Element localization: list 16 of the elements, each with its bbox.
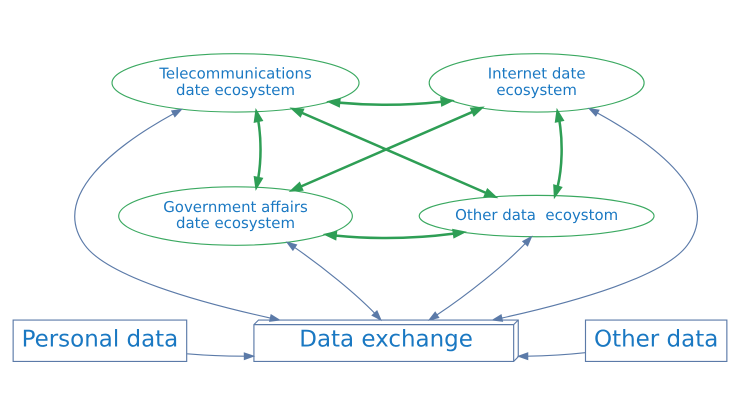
arrow [187,352,256,360]
node-box: Personal data [12,318,188,362]
node-ellipse: Telecommunications date ecosystem [111,52,360,112]
node-ellipse: Other data ecoystom [418,194,655,237]
node-box: Other data [584,318,728,362]
arrow [491,107,698,322]
arrow [428,235,533,320]
node-ellipse: Internet date ecosystem [428,52,645,112]
arrow [516,352,586,360]
arrow [254,107,264,190]
arrow [286,240,382,321]
arrow [74,108,282,322]
arrow [322,228,467,240]
node-ellipse: Government affairs date ecosystem [118,186,353,246]
arrow [326,96,455,108]
arrow [553,107,564,199]
